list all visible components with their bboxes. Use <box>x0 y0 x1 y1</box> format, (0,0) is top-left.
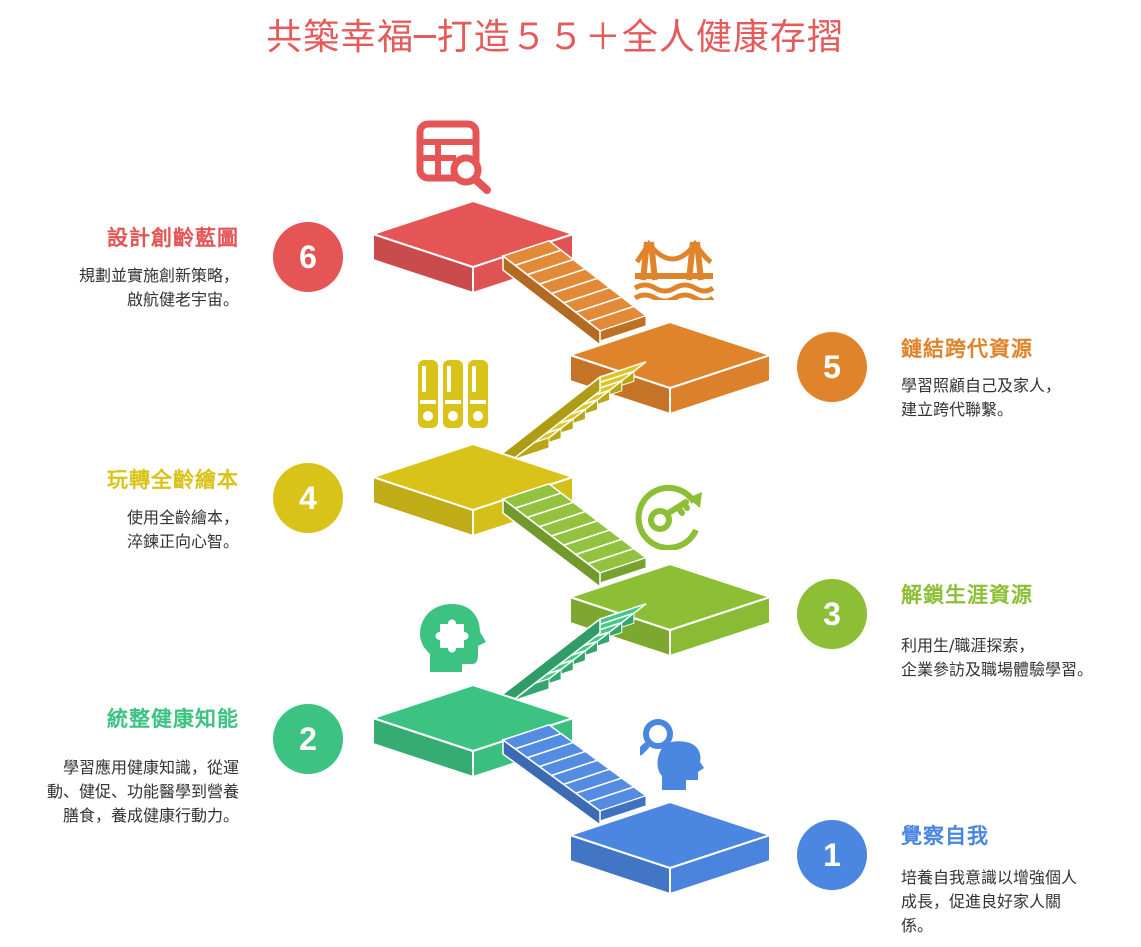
step-desc-1: 培養自我意識以增強個人 成長，促進良好家人關 係。 <box>901 868 1078 935</box>
step-number-6: 6 <box>273 222 343 292</box>
stairs-0-1 <box>501 723 648 827</box>
step-desc-5: 學習照顧自己及家人， 建立跨代聯繫。 <box>901 376 1062 419</box>
head-puzzle-icon <box>420 604 486 672</box>
blueprint-search-icon <box>416 120 491 194</box>
stairs-4-5 <box>501 239 648 347</box>
step-heading-1: 覺察自我 <box>901 824 989 848</box>
step-heading-6: 設計創齡藍圖 <box>107 226 239 250</box>
stairs-3-4 <box>502 361 647 469</box>
page-title: 共築幸福─打造５５＋全人健康存摺 <box>266 17 844 58</box>
step-heading-4: 玩轉全齡繪本 <box>107 468 239 492</box>
key-unlock-icon <box>635 484 702 550</box>
step-number-4: 4 <box>273 463 343 533</box>
step-desc-3: 利用生/職涯探索， 企業參訪及職場體驗學習。 <box>901 636 1094 679</box>
books-icon <box>418 360 488 428</box>
bridge-icon <box>633 239 715 300</box>
step-desc-6: 規劃並實施創新策略， 啟航健老宇宙。 <box>78 266 239 309</box>
head-search-icon <box>640 719 704 790</box>
step-heading-3: 解鎖生涯資源 <box>901 583 1033 607</box>
step-desc-4: 使用全齡繪本， 淬鍊正向心智。 <box>126 508 239 551</box>
stairs-1-2 <box>502 603 647 710</box>
step-desc-2: 學習應用健康知識，從運 動、健促、功能醫學到營養 膳食，養成健康行動力。 <box>46 758 239 825</box>
step-heading-2: 統整健康知能 <box>107 707 239 731</box>
stairs-2-3 <box>501 482 648 589</box>
step-number-3: 3 <box>797 579 867 649</box>
step-number-1: 1 <box>797 820 867 890</box>
platform-1 <box>569 801 771 895</box>
step-heading-5: 鏈結跨代資源 <box>901 337 1033 361</box>
step-number-5: 5 <box>797 332 867 402</box>
step-number-2: 2 <box>273 704 343 774</box>
